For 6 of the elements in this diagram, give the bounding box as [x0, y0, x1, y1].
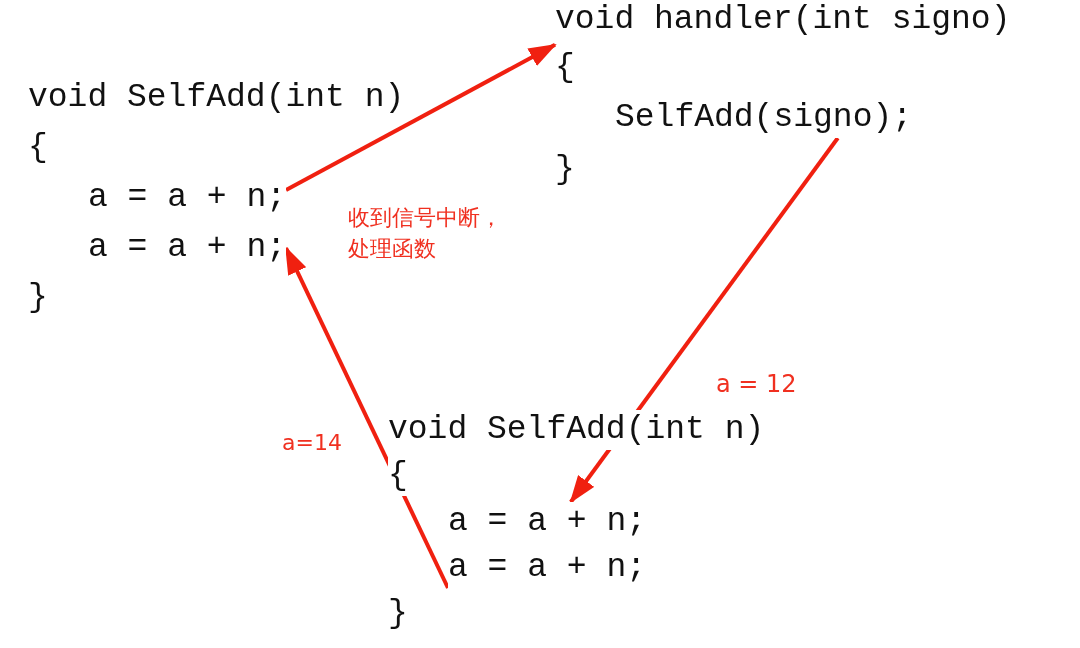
arrow — [284, 246, 450, 589]
arrow — [285, 43, 557, 192]
edge-label: 收到信号中断，处理函数 — [348, 204, 503, 263]
edge-label: a = 12 — [716, 369, 798, 400]
arrow — [569, 136, 840, 504]
edge-label: a=14 — [282, 429, 343, 457]
